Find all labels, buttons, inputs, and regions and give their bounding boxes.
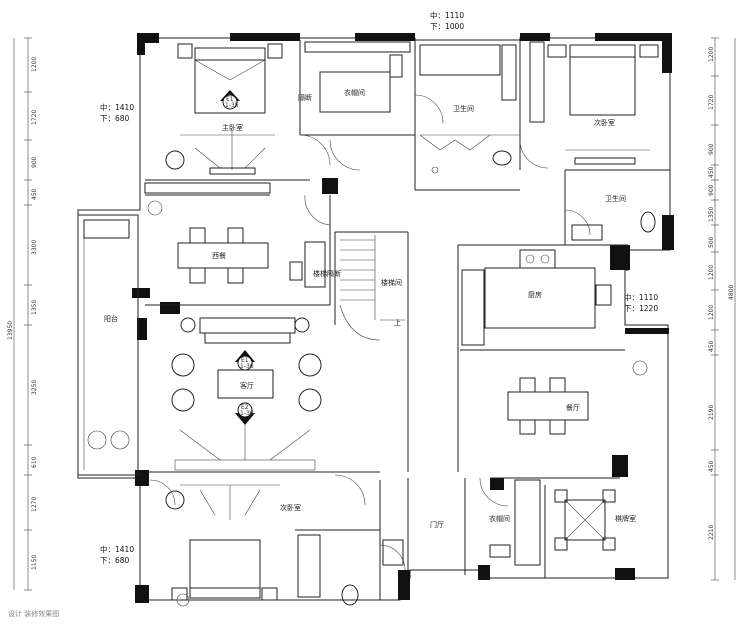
left-dimension-chain: 1200 1720 900 450 3300 1350 3250 610 127… [7,37,38,591]
dim-right-1: 1200 [708,47,715,62]
right-dimension-chain: 1200 1720 900 450 900 1350 500 1200 1200… [708,37,736,581]
label-partition-top: 隔断 [298,93,312,102]
bath-bottom [341,539,404,606]
bath-top [419,44,520,174]
note-left-top-mid: 中：1410 [100,102,134,112]
label-entrance: 门厅 [430,520,444,529]
label-bath-right: 卫生间 [605,194,626,203]
dim-left-9: 1270 [31,497,38,512]
dim-right-6: 1350 [708,207,715,222]
dim-right-11: 2190 [708,405,715,420]
note-left-bottom-low: 下：680 [100,556,130,565]
marker-living-top-id: E1 [241,357,249,364]
note-right-low: 下：1220 [624,304,658,313]
label-closet-top: 衣帽间 [344,88,365,97]
label-west-dining: 西餐 [212,251,226,260]
dim-right-5: 900 [708,184,715,196]
master-tv-wall [165,130,275,175]
dim-right-13: 2210 [708,525,715,540]
west-dining-table [177,227,326,288]
label-master-bedroom: 主卧室 [222,123,243,132]
dim-left-10: 1150 [31,555,38,570]
dim-right-9: 1200 [708,305,715,320]
second-bed-bottom [165,484,321,601]
label-up: 上 [394,318,401,327]
closet-bottom [489,479,541,566]
wardrobe-strip [144,182,271,194]
dining-table [507,377,589,435]
label-balcony: 阳台 [104,314,118,323]
dim-left-total: 13950 [7,321,14,340]
label-partition-mid: 隔断 [327,269,341,278]
dim-left-1: 1200 [31,57,38,72]
label-kitchen: 厨房 [528,290,542,299]
label-second-bedroom-top: 次卧室 [594,118,615,127]
living-marker-top: E1 1-36 [235,350,255,371]
note-left-top-low: 下：680 [100,114,130,123]
label-stair: 楼梯 [313,269,327,278]
dim-left-2: 1720 [31,110,38,125]
dim-left-7: 3250 [31,380,38,395]
marker-living-top-sheet: 1-36 [240,363,254,370]
dim-left-5: 3300 [31,240,38,255]
dim-right-2: 1720 [708,95,715,110]
marker-master-sheet: 1-35 [225,102,239,109]
balcony [77,214,139,476]
label-living-room: 客厅 [240,381,254,390]
marker-living-bottom-sheet: 1-36 [240,410,254,417]
dim-right-7: 500 [708,236,715,248]
label-closet-bottom: 衣帽间 [489,514,510,523]
dim-right-10: 450 [708,340,715,352]
label-tea-room: 棋牌室 [615,514,636,523]
label-dining-room: 餐厅 [566,403,580,412]
label-second-bedroom-bottom: 次卧室 [280,503,301,512]
dim-left-3: 900 [31,156,38,168]
dim-right-total: 4800 [728,285,735,300]
tea-table [554,489,616,551]
note-top-low: 下：1000 [430,22,464,31]
kitchen-counters [461,249,612,346]
bath-right [571,211,656,241]
watermark: 设计 装修效果图 [8,609,59,618]
dim-left-6: 1350 [31,300,38,315]
marker-master-id: E1 [226,96,234,103]
master-bed-marker: E1 1-35 [220,90,240,110]
note-right-mid: 中：1110 [624,292,658,302]
closet-top [304,41,411,113]
dim-right-12: 450 [708,460,715,472]
dim-right-4: 450 [708,166,715,178]
master-bed [177,43,283,114]
label-bath-top: 卫生间 [453,104,474,113]
note-left-bottom-mid: 中：1410 [100,544,134,554]
dim-right-8: 1200 [708,265,715,280]
living-tv-wall [174,425,316,471]
plant-icons [87,200,648,607]
dim-right-3: 900 [708,143,715,155]
second-bed-top [529,41,659,165]
interior-partitions [145,40,670,600]
marker-living-bottom-id: E2 [241,404,249,411]
living-marker-bottom: E2 1-36 [235,402,255,425]
dim-left-4: 450 [31,188,38,200]
outer-walls [77,33,674,603]
doors [149,94,591,571]
living-sofa [171,317,322,412]
dim-left-8: 610 [31,456,38,468]
staircase [339,235,405,341]
note-top-mid: 中：1110 [430,10,464,20]
label-stair-room: 楼梯间 [381,278,402,287]
